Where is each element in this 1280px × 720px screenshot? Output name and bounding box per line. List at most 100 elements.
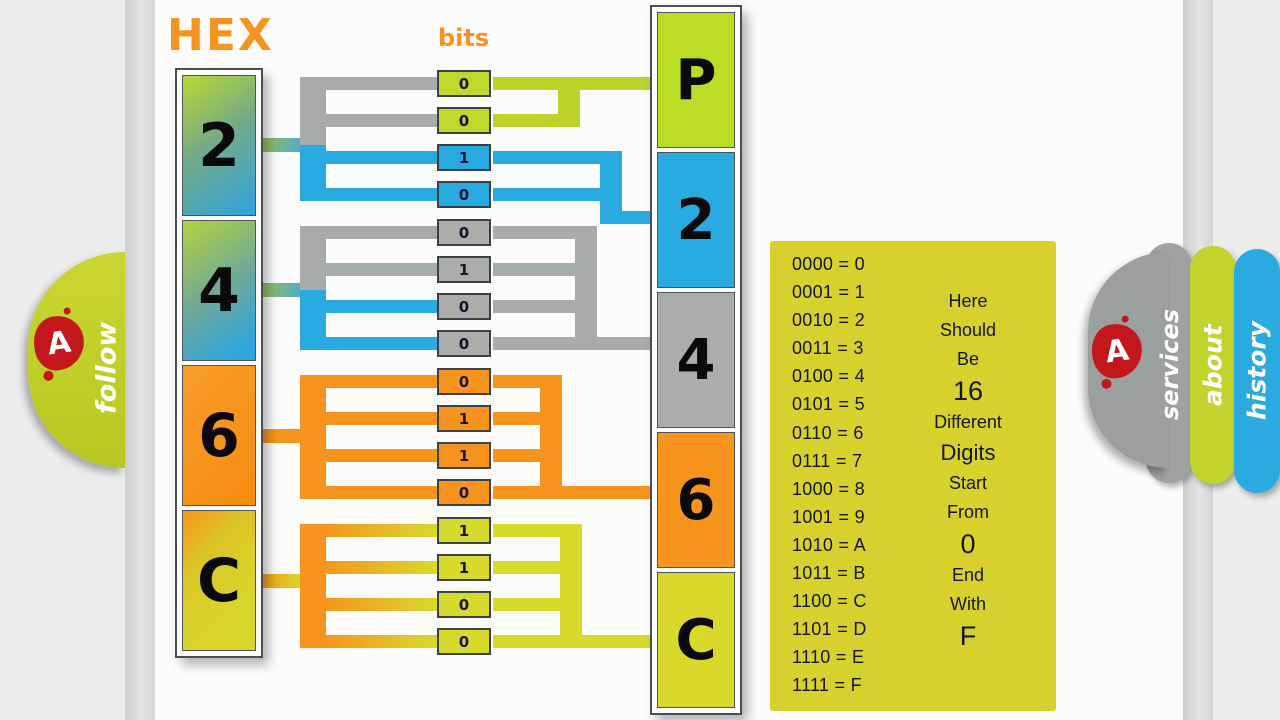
conversion-row: 0101 = 5 [792, 394, 865, 415]
bit-box: 0 [437, 479, 491, 506]
note-line: End [951, 565, 985, 585]
note-line: 16 [952, 376, 984, 406]
dtc-cell: 2 [657, 152, 735, 288]
wire-segment [324, 561, 437, 574]
conversion-row: 1111 = F [792, 675, 862, 696]
conversion-row: 0111 = 7 [792, 450, 863, 471]
bit-box: 1 [437, 554, 491, 581]
services-label: services [1156, 308, 1184, 420]
dtc-cell: 6 [657, 432, 735, 568]
wire-segment [324, 300, 437, 313]
hex-digit-column: 2 4 6 C [175, 68, 263, 658]
dtc-cell: 4 [657, 292, 735, 428]
wire-segment [324, 114, 437, 127]
bit-box: 0 [437, 330, 491, 357]
note-line: 0 [960, 529, 976, 559]
about-ribbon[interactable] [1190, 246, 1236, 484]
conversion-row: 0010 = 2 [792, 310, 865, 331]
wire-segment [600, 151, 622, 224]
wire-segment [324, 188, 437, 201]
bit-box: 0 [437, 368, 491, 395]
wire-segment [493, 561, 582, 574]
wire-segment [324, 337, 437, 350]
note-line: Be [956, 349, 980, 369]
wire-segment [324, 598, 437, 611]
about-label: about [1198, 324, 1228, 406]
dtc-cell: C [657, 572, 735, 708]
wire-segment [493, 337, 660, 350]
wire-segment [324, 635, 437, 648]
wire-segment [540, 375, 562, 499]
wire-segment [256, 574, 304, 588]
wire-segment [600, 211, 660, 224]
bit-box: 0 [437, 181, 491, 208]
conversion-row: 1110 = E [792, 647, 865, 668]
note-line: Here [948, 291, 988, 311]
bits-label: bits [438, 24, 490, 52]
wire-segment [324, 226, 437, 239]
wire-segment [575, 226, 597, 350]
bit-box: 1 [437, 256, 491, 283]
conversion-panel: 0000 = 0 0001 = 1 0010 = 2 0011 = 3 0100… [770, 241, 1056, 711]
wire-segment [493, 300, 597, 313]
wire-segment [300, 290, 326, 350]
conversion-row: 0110 = 6 [792, 422, 864, 443]
wire-segment [300, 145, 326, 201]
dtc-cell: P [657, 12, 735, 148]
bit-box: 0 [437, 70, 491, 97]
follow-label: follow [91, 321, 123, 415]
history-label: history [1242, 321, 1272, 421]
wire-segment [493, 635, 660, 648]
conversion-row: 1011 = B [792, 563, 866, 584]
bit-box: 0 [437, 591, 491, 618]
note-line: Digits [940, 440, 996, 465]
wire-segment [324, 524, 437, 537]
wire-segment [256, 138, 304, 152]
wire-segment [324, 263, 437, 276]
bit-box: 0 [437, 107, 491, 134]
logo-letter: A [1103, 332, 1131, 370]
wire-segment [493, 263, 597, 276]
logo-letter: A [45, 324, 73, 362]
hex-cell: C [182, 510, 256, 651]
wire-segment [300, 226, 326, 290]
dtc-code-column: P 2 4 6 C [650, 5, 742, 715]
wire-segment [324, 375, 437, 388]
conversion-row: 1001 = 9 [792, 506, 865, 527]
conversion-row: 0100 = 4 [792, 366, 865, 387]
note-line: Start [948, 473, 987, 493]
wire-segment [493, 188, 622, 201]
conversion-row: 0011 = 3 [792, 338, 864, 359]
wire-segment [324, 77, 437, 90]
bit-box: 0 [437, 219, 491, 246]
note-text: Here Should Be 16 Different Digits Start… [888, 287, 1048, 653]
note-line: With [950, 594, 986, 614]
left-divider-strip [125, 0, 155, 720]
wire-segment [256, 429, 304, 443]
bit-box: 1 [437, 144, 491, 171]
conversion-row: 1101 = D [792, 619, 867, 640]
history-ribbon[interactable] [1234, 249, 1280, 493]
wire-segment [324, 151, 437, 164]
wire-segment [560, 524, 582, 648]
hex-title: HEX [167, 10, 274, 61]
bit-box: 0 [437, 628, 491, 655]
wire-segment [300, 375, 326, 499]
note-line: F [959, 621, 977, 651]
conversion-row: 1010 = A [792, 534, 866, 555]
wire-segment [324, 486, 437, 499]
wire-segment [558, 77, 580, 127]
wire-segment [493, 486, 660, 499]
wire-segment [324, 412, 437, 425]
conversion-table: 0000 = 0 0001 = 1 0010 = 2 0011 = 3 0100… [792, 250, 867, 700]
bit-box: 1 [437, 405, 491, 432]
note-line: From [947, 502, 989, 522]
wire-segment [300, 77, 326, 145]
hex-cell: 6 [182, 365, 256, 506]
bit-box: 1 [437, 517, 491, 544]
wire-segment [324, 449, 437, 462]
bit-box: 0 [437, 293, 491, 320]
wire-segment [300, 524, 326, 648]
wire-segment [493, 598, 582, 611]
note-line: Different [934, 412, 1002, 432]
